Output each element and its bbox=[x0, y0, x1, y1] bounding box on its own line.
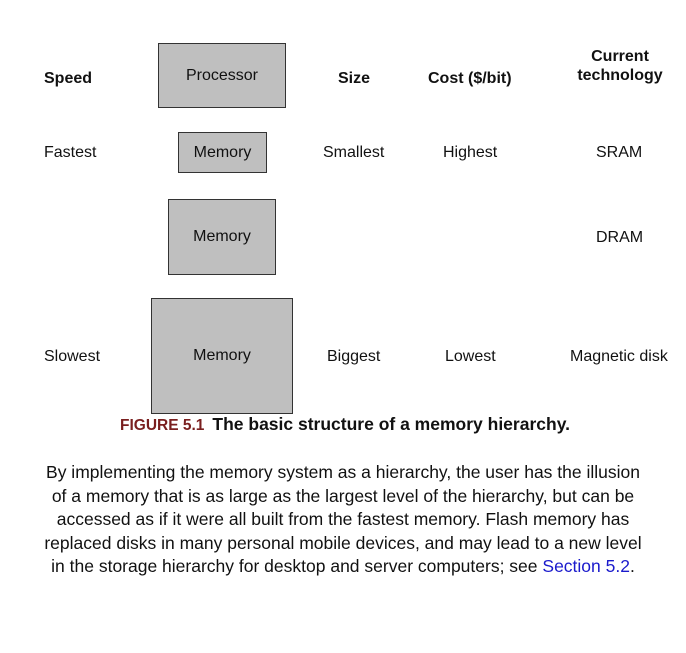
level-3-speed: Slowest bbox=[44, 348, 101, 365]
level-1-cost: Highest bbox=[443, 144, 498, 161]
memory-box-level-2: Memory bbox=[168, 199, 276, 275]
speed-header: Speed bbox=[44, 70, 93, 87]
figure-title: FIGURE 5.1 The basic structure of a memor… bbox=[60, 414, 630, 436]
technology-header: Current technology bbox=[565, 47, 675, 85]
level-3-technology: Magnetic disk bbox=[570, 348, 668, 365]
memory-box-level-1: Memory bbox=[178, 132, 267, 173]
processor-label: Processor bbox=[185, 66, 259, 84]
figure-title-text: The basic structure of a memory hierarch… bbox=[212, 414, 570, 434]
technology-header-line1: Current bbox=[591, 48, 649, 65]
level-1-size: Smallest bbox=[323, 144, 385, 161]
level-1-speed: Fastest bbox=[44, 144, 97, 161]
caption-text: By implementing the memory system as a h… bbox=[44, 462, 642, 576]
cost-header: Cost ($/bit) bbox=[428, 70, 512, 87]
figure-caption: By implementing the memory system as a h… bbox=[40, 461, 646, 579]
processor-box: Processor bbox=[158, 43, 286, 108]
technology-header-line2: technology bbox=[577, 67, 663, 84]
size-header: Size bbox=[338, 70, 371, 87]
level-2-technology: DRAM bbox=[596, 229, 644, 246]
memory-label-level-3: Memory bbox=[193, 347, 251, 364]
memory-label-level-2: Memory bbox=[193, 228, 251, 245]
memory-label-level-1: Memory bbox=[193, 143, 252, 161]
figure-label: FIGURE 5.1 bbox=[119, 417, 205, 434]
memory-box-level-3: Memory bbox=[151, 298, 293, 414]
level-3-size: Biggest bbox=[327, 348, 381, 365]
level-3-cost: Lowest bbox=[445, 348, 496, 365]
section-link[interactable]: Section 5.2 bbox=[542, 556, 630, 576]
level-1-technology: SRAM bbox=[596, 144, 643, 161]
caption-end: . bbox=[629, 556, 635, 576]
